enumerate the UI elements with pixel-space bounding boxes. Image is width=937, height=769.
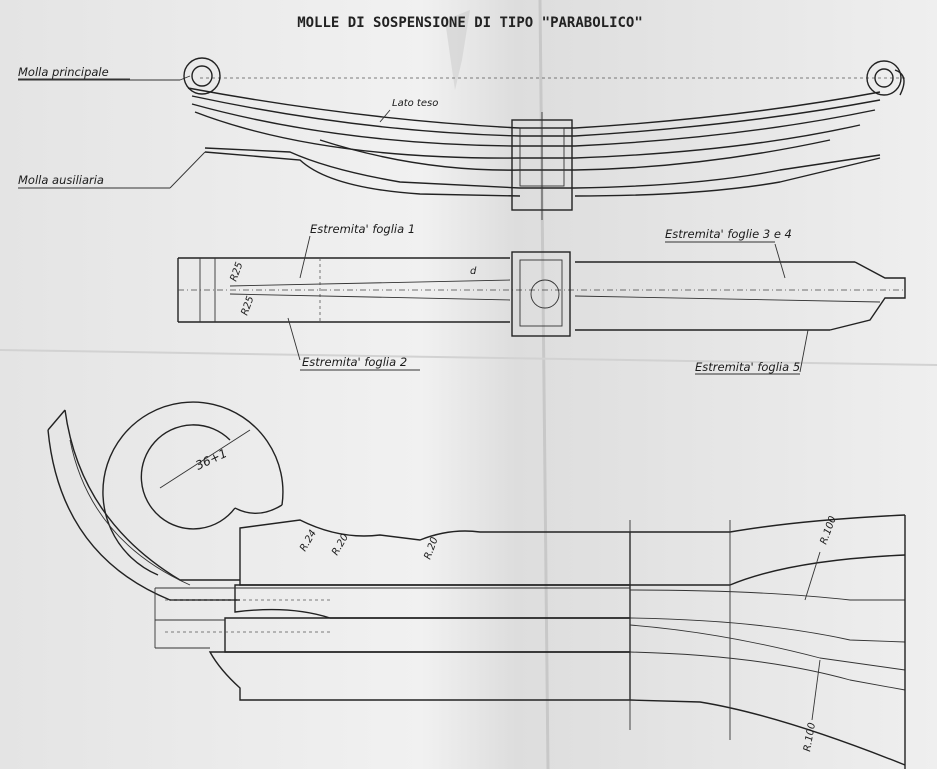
dim-r25-top: R25 bbox=[228, 261, 245, 283]
label-leaf34-end: Estremita' foglie 3 e 4 bbox=[665, 227, 792, 241]
label-leaf2-end: Estremita' foglia 2 bbox=[302, 355, 407, 369]
label-tension-side: Lato teso bbox=[392, 98, 438, 109]
dim-r20-b: R.20 bbox=[422, 536, 440, 561]
drawing-title: MOLLE DI SOSPENSIONE DI TIPO "PARABOLICO… bbox=[297, 15, 643, 31]
label-main-spring: Molla principale bbox=[18, 65, 109, 79]
plan-view: Estremita' foglia 1 Estremita' foglia 2 … bbox=[177, 222, 906, 375]
dim-r25-bottom: R25 bbox=[239, 295, 256, 317]
label-leaf5-end: Estremita' foglia 5 bbox=[695, 360, 800, 374]
side-view: Molla principale Molla ausiliaria Lato t… bbox=[18, 57, 905, 220]
label-aux-spring: Molla ausiliaria bbox=[18, 173, 104, 187]
dim-r20-a: R.20 bbox=[330, 532, 351, 557]
dim-r24: R.24 bbox=[298, 528, 319, 553]
detail-view: 36+1 R.24 R.20 R.20 R.100 R.100 bbox=[47, 401, 906, 769]
dim-r100-top: R.100 bbox=[818, 515, 838, 546]
label-leaf1-end: Estremita' foglia 1 bbox=[310, 222, 415, 236]
dim-d: d bbox=[470, 266, 477, 277]
dim-eye-diameter: 36+1 bbox=[193, 446, 229, 473]
dim-r100-bottom: R.100 bbox=[802, 722, 818, 753]
